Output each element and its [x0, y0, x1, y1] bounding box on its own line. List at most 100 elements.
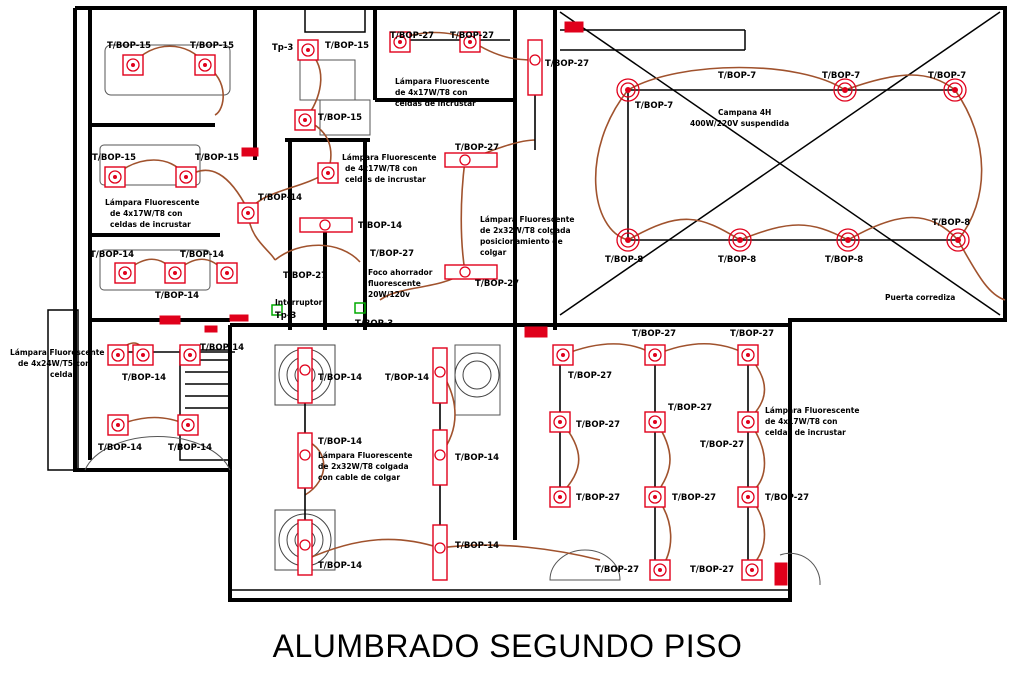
- circuit-label: T/BOP-7: [822, 71, 860, 81]
- highbay-lamp: [616, 78, 640, 102]
- svg-text:colgar: colgar: [480, 248, 507, 257]
- svg-text:Lámpara Fluorescente: Lámpara Fluorescente: [318, 451, 412, 460]
- svg-text:de 4x17W/T8 con: de 4x17W/T8 con: [765, 417, 837, 426]
- luminaire: [294, 109, 316, 131]
- luminaire: [741, 559, 763, 581]
- circuit-label: T/BOP-27: [283, 271, 327, 281]
- luminaire: [737, 344, 759, 366]
- linear-fixture: [432, 429, 448, 486]
- circuit-label: T/BOP-27: [455, 143, 499, 153]
- circuit-label: T/BOP-14: [200, 343, 244, 353]
- circuit-label: T/BOP-15: [195, 153, 239, 163]
- svg-text:de 2x32W/T8 colgada: de 2x32W/T8 colgada: [318, 462, 409, 471]
- luminaire: [194, 54, 216, 76]
- circuit-label: T/BOP-14: [258, 193, 302, 203]
- circuit-label: T/BOP-27: [475, 279, 519, 289]
- linear-fixture: [432, 347, 448, 404]
- circuit-label: T/BOP-15: [318, 113, 362, 123]
- circuit-label: T/BOP-14: [318, 437, 362, 447]
- circuit-label: T/BOP-27: [370, 249, 414, 259]
- luminaire: [114, 262, 136, 284]
- svg-text:Puerta corrediza: Puerta corrediza: [885, 293, 955, 302]
- circuit-label: Tp-3: [275, 311, 296, 321]
- luminaire: [237, 202, 259, 224]
- highbay-lamp: [833, 78, 857, 102]
- linear-fixtures: [297, 39, 543, 581]
- highbay-lamp: [946, 228, 970, 252]
- circuit-label: T/BOP-14: [122, 373, 166, 383]
- circuit-label: T/BOP-15: [325, 41, 369, 51]
- circuit-label: T/BOP-14: [455, 541, 499, 551]
- svg-text:Lámpara Fluorescente: Lámpara Fluorescente: [342, 153, 436, 162]
- svg-text:de 2x32W/T8 colgada: de 2x32W/T8 colgada: [480, 226, 571, 235]
- luminaire: [552, 344, 574, 366]
- circuit-label: T/BOP-15: [107, 41, 151, 51]
- luminaire: [549, 411, 571, 433]
- circuit-label: T/BOP-27: [595, 565, 639, 575]
- svg-text:celdas de incrustar: celdas de incrustar: [765, 428, 846, 437]
- luminaire: [459, 31, 481, 53]
- circuit-label: T/BOP-15: [92, 153, 136, 163]
- linear-fixture: [299, 217, 353, 233]
- svg-text:de 4x17W/T8 con: de 4x17W/T8 con: [110, 209, 182, 218]
- circuit-label: T/BOP-27: [690, 565, 734, 575]
- svg-text:Lámpara Fluorescente: Lámpara Fluorescente: [480, 215, 574, 224]
- circuit-label: T/BOP-27: [576, 420, 620, 430]
- circuit-label: T/BOP-14: [385, 373, 429, 383]
- luminaire: [317, 162, 339, 184]
- linear-fixture: [297, 432, 313, 489]
- svg-text:20W/120v: 20W/120v: [368, 290, 410, 299]
- highbay-lamp: [616, 228, 640, 252]
- circuit-label: T/BOP-14: [155, 291, 199, 301]
- svg-text:Campana 4H: Campana 4H: [718, 108, 771, 117]
- highbay-lamps: [616, 78, 970, 252]
- luminaire: [122, 54, 144, 76]
- circuit-label: T/BOP-14: [455, 453, 499, 463]
- circuit-label: T/BOP-8: [605, 255, 643, 265]
- circuit-label: T/BOP-27: [700, 440, 744, 450]
- svg-text:de 4x17W/T8 con: de 4x17W/T8 con: [395, 88, 467, 97]
- circuit-label: T/BOP-27: [568, 371, 612, 381]
- luminaire: [737, 486, 759, 508]
- svg-text:Lámpara Fluorescente: Lámpara Fluorescente: [10, 348, 104, 357]
- highbay-lamp: [836, 228, 860, 252]
- svg-text:posicionamiento de: posicionamiento de: [480, 237, 563, 246]
- circuit-label: T/BOP-27: [668, 403, 712, 413]
- luminaire: [389, 31, 411, 53]
- highbay-lamp: [728, 228, 752, 252]
- circuit-labels: T/BOP-15 T/BOP-15 T/BOP-15 T/BOP-15 T/BO…: [90, 31, 970, 575]
- luminaire: [644, 486, 666, 508]
- fixture-notes: Lámpara Fluorescente de 4x17W/T8 con cel…: [10, 77, 955, 482]
- circuit-label: Tp-3: [272, 43, 293, 53]
- circuit-label: T/BOP-27: [390, 31, 434, 41]
- svg-text:celdas: celdas: [50, 370, 78, 379]
- linear-fixture: [297, 519, 313, 576]
- luminaire: [175, 166, 197, 188]
- circuit-label: T/BOP-14: [168, 443, 212, 453]
- luminaire: [179, 344, 201, 366]
- svg-text:Interruptor: Interruptor: [275, 298, 323, 307]
- luminaire: [649, 559, 671, 581]
- circuit-label: T/BOP-8: [718, 255, 756, 265]
- circuit-label: T/BOP-27: [672, 493, 716, 503]
- circuit-label: T/BOP-7: [635, 101, 673, 111]
- luminaire: [107, 344, 129, 366]
- svg-text:Lámpara Fluorescente: Lámpara Fluorescente: [765, 406, 859, 415]
- luminaire: [216, 262, 238, 284]
- circuit-label: T/BOP-3: [355, 319, 393, 329]
- luminaire: [177, 414, 199, 436]
- luminaire: [107, 414, 129, 436]
- circuit-label: T/BOP-14: [90, 250, 134, 260]
- circuit-label: T/BOP-8: [932, 218, 970, 228]
- svg-text:Lámpara Fluorescente: Lámpara Fluorescente: [105, 198, 199, 207]
- luminaire: [644, 411, 666, 433]
- luminaire: [737, 411, 759, 433]
- circuit-label: T/BOP-27: [545, 59, 589, 69]
- luminaire: [132, 344, 154, 366]
- circuit-label: T/BOP-14: [318, 561, 362, 571]
- circuit-label: T/BOP-27: [632, 329, 676, 339]
- circuit-label: T/BOP-27: [576, 493, 620, 503]
- svg-text:celdas de incrustar: celdas de incrustar: [110, 220, 191, 229]
- svg-text:celdas de incrustar: celdas de incrustar: [345, 175, 426, 184]
- circuit-label: T/BOP-27: [450, 31, 494, 41]
